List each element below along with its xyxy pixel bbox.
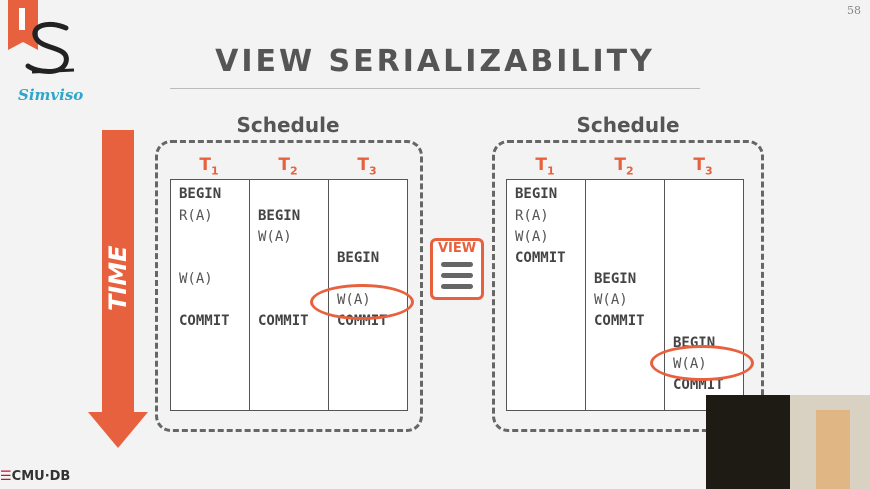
op-begin: BEGIN [515,186,558,202]
slide-title: VIEW SERIALIZABILITY [215,44,655,79]
left-schedule-box [155,140,423,432]
simviso-logo-text: Simviso [18,86,84,104]
simviso-logo [8,0,75,74]
op-commit: COMMIT [673,377,724,393]
right-schedule-label: Schedule [576,113,680,137]
right-header-t1: T1 [535,155,555,178]
view-icon [430,238,484,300]
time-arrow-icon [88,130,148,448]
op-write: W(A) [515,229,549,245]
view-bar [441,273,473,278]
left-col-t1: BEGIN R(A) W(A) COMMIT [171,180,250,410]
op-read: R(A) [179,208,213,224]
view-bar [441,284,473,289]
view-icon-label: VIEW [437,241,477,256]
left-header-t2: T2 [278,155,298,178]
highlight-ellipse [310,284,414,320]
op-write: W(A) [258,229,292,245]
left-header-t1: T1 [199,155,219,178]
slide-number: 58 [847,4,861,17]
right-header-t2: T2 [614,155,634,178]
op-commit: COMMIT [179,313,230,329]
op-begin: BEGIN [594,271,637,287]
cmu-db-logo-text: CMU·DB [11,469,71,484]
webcam-object [816,410,850,489]
view-bar [441,262,473,267]
op-begin: BEGIN [258,208,301,224]
op-begin: BEGIN [179,186,222,202]
op-read: R(A) [515,208,549,224]
op-commit: COMMIT [594,313,645,329]
time-label: TIME [104,245,132,311]
left-col-t2: BEGIN W(A) COMMIT [250,180,329,410]
op-begin: BEGIN [337,250,380,266]
left-header-t3: T3 [357,155,377,178]
right-col-t1: BEGIN R(A) W(A) COMMIT [507,180,586,410]
op-write: W(A) [179,271,213,287]
right-header-t3: T3 [693,155,713,178]
webcam-inset [706,395,870,489]
right-col-t2: BEGIN W(A) COMMIT [586,180,665,410]
op-commit: COMMIT [515,250,566,266]
highlight-ellipse [650,345,754,381]
left-schedule-label: Schedule [236,113,340,137]
webcam-shadow [706,395,790,489]
op-commit: COMMIT [258,313,309,329]
op-write: W(A) [594,292,628,308]
cmu-db-logo: ☰CMU·DB [0,469,71,484]
title-divider [170,88,700,89]
right-schedule-box [492,140,764,432]
